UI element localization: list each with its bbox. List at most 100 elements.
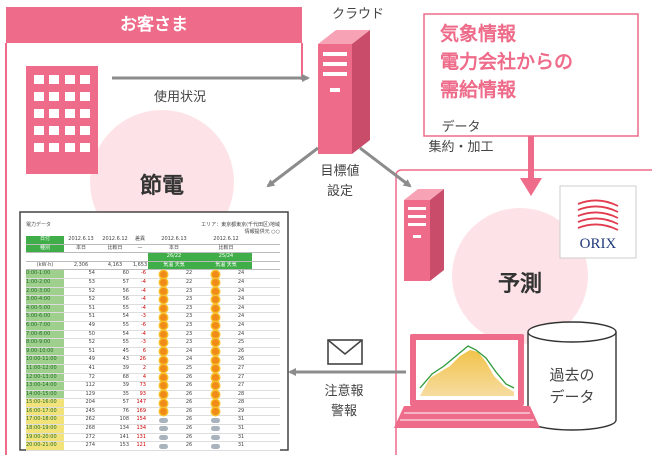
time-cell: 3:00-4:00 — [26, 296, 64, 304]
temp-today-cell: 23 — [185, 296, 193, 303]
time-cell: 15:00-16:00 — [26, 399, 64, 407]
weather-compare-cell — [200, 373, 230, 382]
alert-line-1: 注意報 — [324, 384, 364, 399]
info-line-supply: 需給情報 — [440, 79, 517, 101]
diff-cell: -4 — [141, 278, 146, 285]
temp-today-cell: 23 — [185, 287, 193, 294]
sun-icon — [211, 390, 219, 398]
compare-cell: 45 — [122, 347, 129, 354]
weather-today-cell — [148, 339, 178, 347]
laptop-chart-line — [419, 345, 515, 389]
compare-cell: 57 — [122, 399, 129, 406]
compare-cell: 56 — [122, 296, 129, 303]
sun-icon — [159, 356, 167, 364]
sun-icon — [159, 348, 167, 356]
temp-today-cell: 22 — [185, 278, 193, 285]
sun-icon — [211, 330, 219, 338]
sun-icon — [211, 382, 219, 390]
temp-compare-cell: 25 — [237, 339, 245, 346]
today-cell: 54 — [88, 270, 95, 277]
weather-today-cell — [148, 416, 178, 424]
sun-icon — [159, 313, 167, 321]
temp-today-cell: 24 — [185, 347, 193, 354]
time-cell: 1:00-2:00 — [26, 278, 64, 287]
table-header-cell: 本日 — [75, 244, 86, 251]
weather-today-cell — [148, 373, 178, 382]
diff-cell: 154 — [136, 416, 146, 423]
temp-today-cell: 22 — [185, 270, 193, 277]
table-header-cell: 日付 — [26, 236, 64, 244]
temp-today-cell: 26 — [185, 416, 193, 423]
compare-cell: 134 — [119, 425, 129, 432]
temp-compare-cell: 24 — [237, 278, 245, 285]
table-title-row: 電力データ エリア：東京都東京(千代田区)地域 — [26, 222, 280, 229]
compare-cell: 68 — [122, 373, 129, 380]
weather-compare-cell — [200, 348, 230, 356]
compare-cell: 39 — [122, 382, 129, 389]
server-icon — [318, 30, 370, 154]
weather-today-cell — [148, 270, 178, 278]
time-cell: 20:00-21:00 — [26, 442, 64, 450]
weather-compare-cell — [200, 390, 230, 399]
temp-compare-cell: 27 — [237, 364, 245, 371]
compare-cell: 60 — [122, 270, 129, 277]
temp-compare-cell: 28 — [237, 390, 245, 397]
weather-compare-cell — [200, 339, 230, 347]
table-header-cell — [26, 253, 64, 261]
sun-icon — [211, 339, 219, 347]
data-agg-label: データ 集約・加工 — [416, 118, 506, 158]
time-cell: 18:00-19:00 — [26, 425, 64, 433]
weather-compare-cell — [200, 270, 230, 278]
table-header-cell: 差異 — [134, 236, 145, 242]
temp-today-cell: 23 — [185, 330, 193, 337]
time-cell: 16:00-17:00 — [26, 407, 64, 416]
table-header-cell: 2012.6.12 — [102, 236, 128, 242]
today-cell: 262 — [85, 416, 95, 423]
weather-compare-cell — [200, 279, 230, 287]
forecast-bg-circle — [452, 208, 588, 344]
sun-icon — [211, 373, 219, 381]
today-cell: 129 — [85, 390, 95, 397]
cloud-icon — [210, 443, 220, 449]
weather-today-cell — [148, 382, 178, 390]
time-cell: 19:00-20:00 — [26, 433, 64, 442]
time-cell: 13:00-14:00 — [26, 382, 64, 390]
diff-cell: 73 — [139, 382, 146, 389]
diff-cell: 147 — [136, 399, 146, 406]
today-cell: 204 — [85, 399, 95, 406]
temp-today-cell: 26 — [185, 399, 193, 406]
weather-compare-cell — [200, 434, 230, 442]
sun-icon — [159, 382, 167, 390]
table-header-cell: 1,653 — [132, 261, 148, 268]
today-cell: 41 — [88, 364, 95, 371]
table-area: エリア：東京都東京(千代田区)地域 — [201, 222, 280, 228]
temp-today-cell: 26 — [185, 382, 193, 389]
weather-today-cell — [148, 365, 178, 373]
orix-logo-text: ORIX — [579, 236, 617, 252]
sun-icon — [211, 287, 219, 295]
table-header-cell: 比較日 — [218, 244, 234, 251]
weather-compare-cell — [200, 442, 230, 450]
setpoint-line-2: 設定 — [326, 184, 353, 199]
cloud-icon — [158, 434, 168, 440]
weather-today-cell — [148, 390, 178, 399]
time-cell: 11:00-12:00 — [26, 364, 64, 373]
sun-icon — [211, 356, 219, 364]
weather-compare-cell — [200, 425, 230, 433]
temp-today-cell: 23 — [185, 339, 193, 346]
temp-compare-cell: 26 — [237, 356, 245, 363]
diff-cell: 4 — [142, 373, 146, 380]
setpoint-arrow — [266, 146, 319, 188]
temp-today-cell: 26 — [185, 373, 193, 380]
compare-cell: 141 — [119, 433, 129, 440]
diff-cell: 131 — [136, 433, 146, 440]
cloud-icon — [210, 434, 220, 440]
compare-cell: 153 — [119, 442, 129, 449]
